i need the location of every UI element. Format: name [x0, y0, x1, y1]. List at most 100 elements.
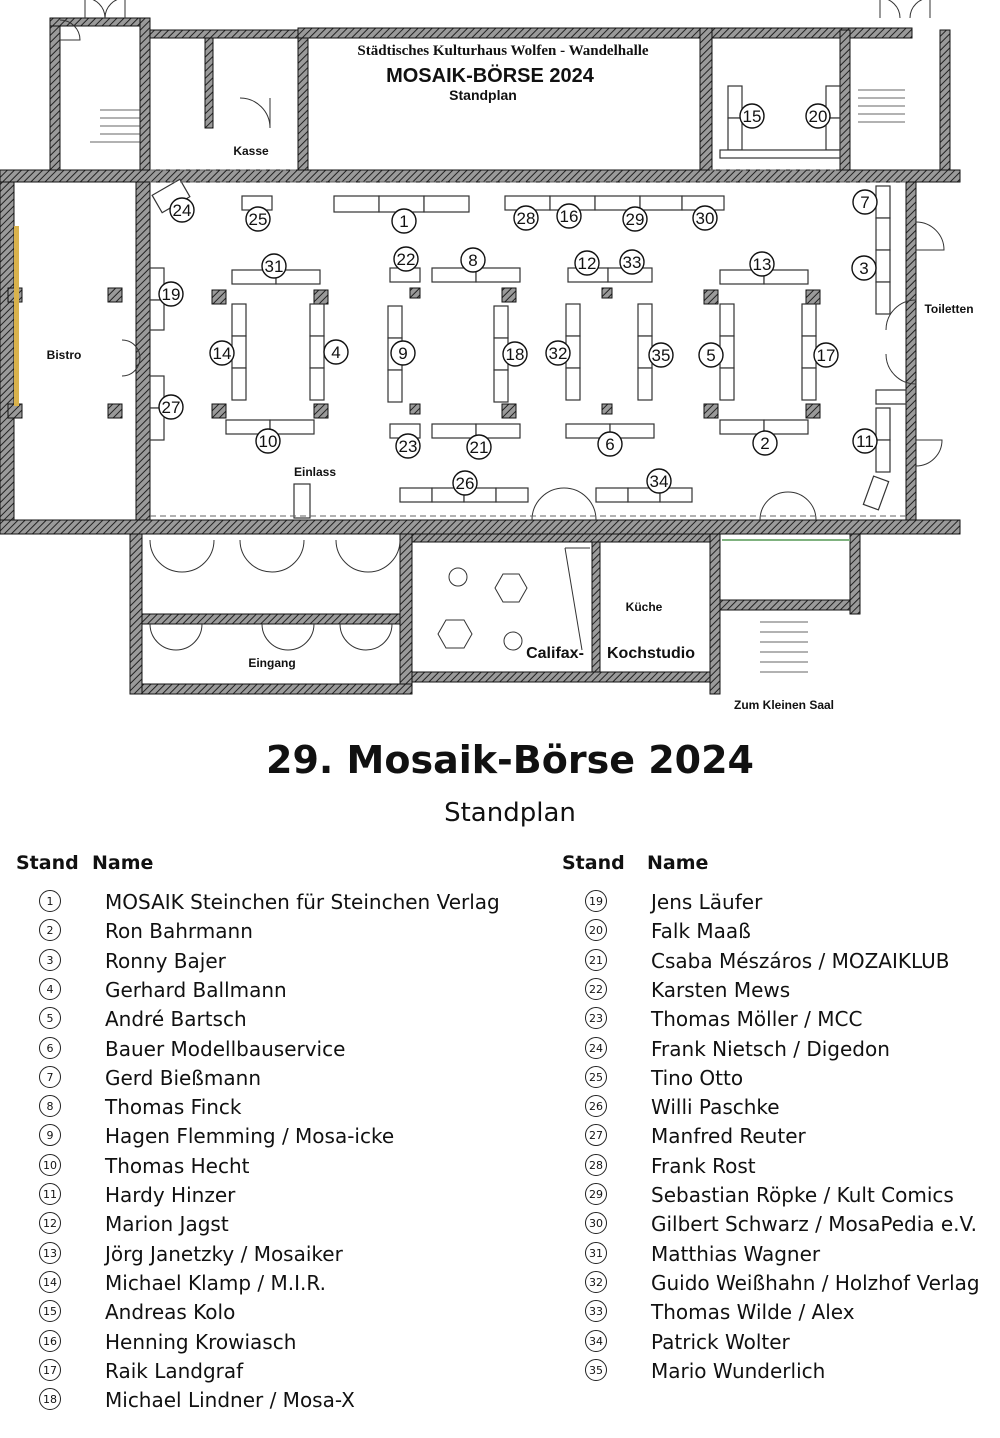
stand-marker-2: 2: [752, 430, 778, 456]
room-kasse: Kasse: [233, 144, 269, 158]
exhibitor-name: Raik Landgraf: [105, 1358, 244, 1383]
stand-number-badge: 25: [585, 1065, 607, 1088]
stand-marker-circle: [648, 342, 674, 368]
stand-number-badge: 10: [39, 1153, 61, 1176]
exhibitor-name: Csaba Mészáros / MOZAIKLUB: [651, 948, 950, 973]
stand-marker-circle: [169, 197, 195, 223]
stand-marker-number: 12: [578, 254, 597, 273]
stand-marker-number: 8: [468, 251, 477, 270]
exhibitor-name: Mario Wunderlich: [651, 1358, 826, 1383]
exhibitor-name: Ronny Bajer: [105, 948, 226, 973]
stand-marker-17: 17: [813, 342, 839, 368]
stand-marker-number: 18: [506, 345, 525, 364]
stand-number-badge: 30: [585, 1212, 607, 1235]
exhibitor-name: Ron Bahrmann: [105, 919, 253, 944]
stand-marker-23: 23: [395, 433, 421, 459]
exhibitor-name: Frank Rost: [651, 1153, 756, 1178]
stand-marker-22: 22: [393, 246, 419, 272]
stand-marker-circle: [513, 205, 539, 231]
dashed-lines: [150, 169, 906, 517]
stand-marker-number: 17: [817, 346, 836, 365]
stand-number-badge: 4: [39, 977, 61, 1000]
stand-marker-circle: [209, 340, 235, 366]
room-kleiner-saal: Zum Kleinen Saal: [734, 698, 834, 712]
room-einlass: Einlass: [294, 465, 336, 479]
stand-marker-32: 32: [545, 340, 571, 366]
plan-title: MOSAIK-BÖRSE 2024: [386, 64, 595, 87]
stand-marker-circle: [813, 342, 839, 368]
bistro-accent: [14, 226, 19, 406]
stand-number-badge: 13: [39, 1241, 61, 1264]
stand-number-badge: 22: [585, 977, 607, 1000]
stand-marker-circle: [698, 342, 724, 368]
stand-marker-16: 16: [556, 203, 582, 229]
stand-number-badge: 16: [39, 1329, 61, 1352]
exhibitor-name: Guido Weißhahn / Holzhof Verlag: [651, 1270, 980, 1295]
venue-label: Städtisches Kulturhaus Wolfen - Wandelha…: [357, 43, 649, 59]
stand-number-badge: 24: [585, 1036, 607, 1059]
stand-number-badge: 11: [39, 1183, 61, 1205]
stand-number-badge: 26: [585, 1095, 607, 1118]
stand-marker-number: 34: [650, 472, 669, 491]
stand-marker-24: 24: [169, 197, 195, 223]
stand-marker-number: 14: [213, 344, 232, 363]
stand-marker-13: 13: [749, 251, 775, 277]
stand-marker-number: 11: [856, 432, 874, 451]
stand-marker-number: 32: [549, 344, 568, 363]
stand-marker-circle: [323, 339, 349, 365]
stand-marker-circle: [395, 433, 421, 459]
exhibitor-name: Bauer Modellbauservice: [105, 1036, 346, 1061]
exhibitor-name: Manfred Reuter: [651, 1124, 806, 1149]
exhibitor-name: André Bartsch: [105, 1007, 247, 1032]
stand-number-badge: 7: [39, 1065, 61, 1088]
stand-marker-circle: [574, 250, 600, 276]
floor-plan: Städtisches Kulturhaus Wolfen - Wandelha…: [0, 0, 974, 712]
stand-number-badge: 3: [39, 948, 61, 971]
stand-marker-circle: [752, 430, 778, 456]
column-header-stand-left: Stand: [16, 852, 79, 874]
stand-number-badge: 9: [39, 1124, 61, 1147]
stand-marker-circle: [390, 340, 416, 366]
stand-marker-circle: [749, 251, 775, 277]
stand-marker-circle: [622, 206, 648, 232]
stand-marker-5: 5: [698, 342, 724, 368]
stand-number-badge: 35: [585, 1358, 607, 1381]
exhibitor-name: Henning Krowiasch: [105, 1329, 297, 1354]
exhibitor-name: Marion Jagst: [105, 1212, 229, 1237]
stand-number-badge: 20: [585, 919, 607, 942]
stand-number-badge: 12: [39, 1212, 61, 1235]
exhibitor-name: Michael Klamp / M.I.R.: [105, 1270, 326, 1295]
stand-marker-number: 31: [265, 257, 284, 276]
exhibitor-name: Jörg Janetzky / Mosaiker: [105, 1241, 343, 1266]
exhibitor-name: Thomas Wilde / Alex: [651, 1300, 855, 1325]
exhibitor-name: Hardy Hinzer: [105, 1183, 236, 1207]
room-kueche: Küche: [626, 600, 663, 614]
stand-number-badge: 2: [39, 919, 61, 942]
stand-marker-circle: [805, 103, 831, 129]
stand-marker-circle: [739, 103, 765, 129]
walls: [0, 17, 961, 695]
stand-number-badge: 1: [39, 890, 61, 912]
stand-marker-14: 14: [209, 340, 235, 366]
exhibitor-name: Andreas Kolo: [105, 1300, 236, 1325]
stand-marker-number: 22: [397, 250, 416, 269]
stand-marker-18: 18: [502, 341, 528, 367]
stand-marker-number: 26: [456, 474, 475, 493]
stand-marker-circle: [692, 205, 718, 231]
stand-marker-number: 28: [517, 209, 536, 228]
stand-marker-34: 34: [646, 468, 672, 494]
stand-number-badge: 32: [585, 1270, 607, 1293]
stand-marker-3: 3: [851, 255, 877, 281]
legend-subtitle: Standplan: [444, 798, 576, 828]
exhibitor-name: Karsten Mews: [651, 977, 791, 1002]
stand-marker-number: 5: [706, 346, 715, 365]
stand-marker-number: 30: [696, 209, 715, 228]
stand-number-badge: 15: [39, 1300, 61, 1323]
exhibitor-name: Michael Lindner / Mosa-X: [105, 1388, 355, 1413]
stand-marker-number: 25: [249, 210, 268, 229]
stand-marker-26: 26: [452, 470, 478, 496]
stand-marker-number: 10: [259, 432, 278, 451]
exhibitor-name: Willi Paschke: [651, 1095, 780, 1120]
stand-marker-number: 9: [398, 344, 407, 363]
stand-marker-29: 29: [622, 206, 648, 232]
